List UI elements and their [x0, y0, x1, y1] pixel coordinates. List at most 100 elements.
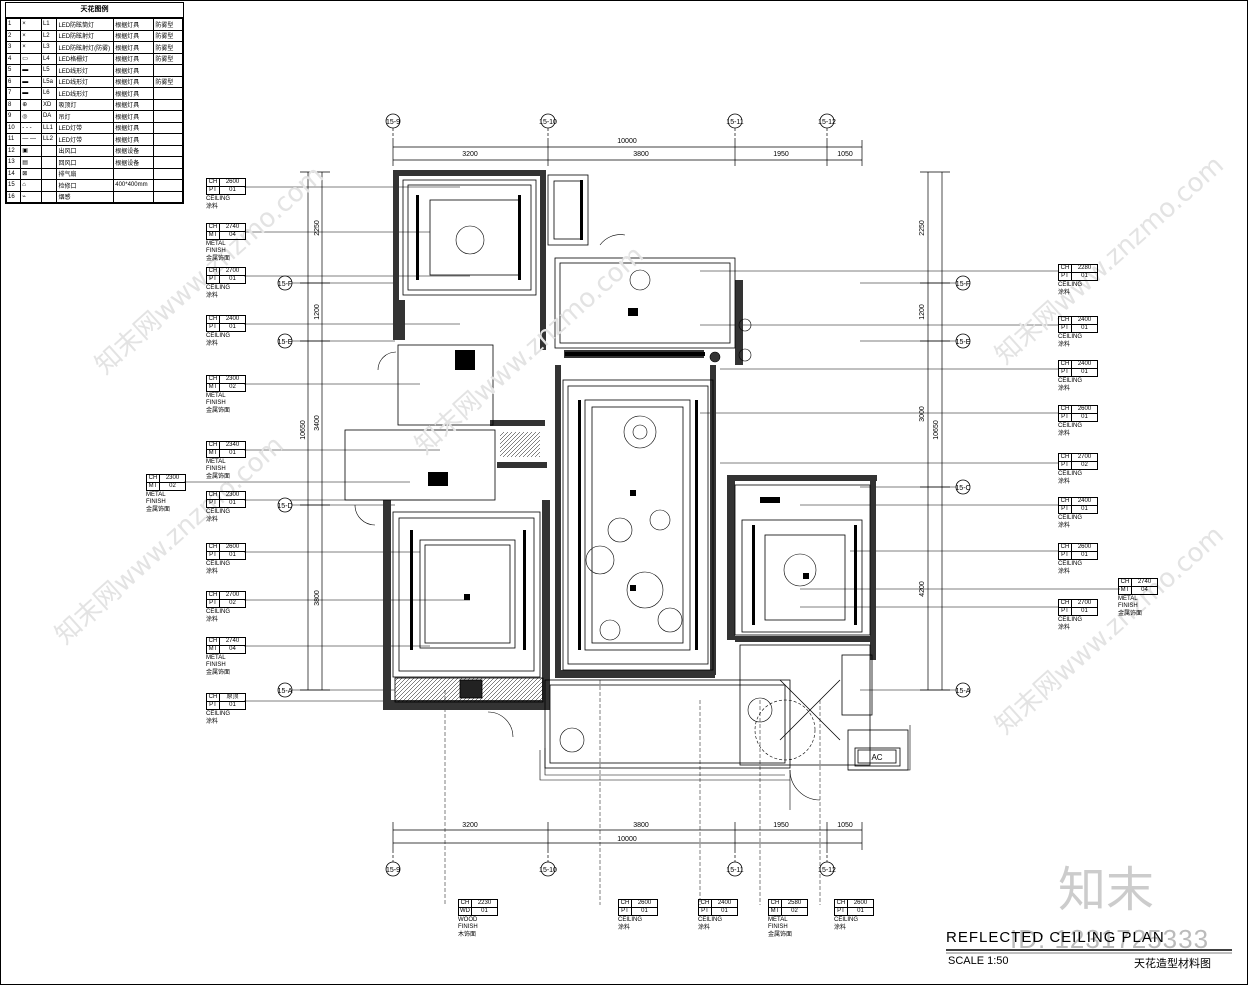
legend-code	[40, 156, 58, 169]
tag-material: PT	[1059, 608, 1072, 615]
tag-material: PT	[699, 908, 712, 915]
legend-spec: 根据灯具	[113, 98, 155, 111]
legend-symbol: - - -	[20, 121, 42, 134]
legend-note	[153, 156, 183, 169]
tag-label: CEILING	[206, 196, 231, 202]
axis-top-4: 15-12	[818, 119, 836, 126]
axis-bottom-1: 15-9	[386, 867, 400, 874]
legend-name: 回风口	[56, 156, 115, 169]
tag-label: CEILING	[206, 609, 231, 615]
tag-label: METAL FINISH	[206, 241, 226, 254]
tag-code: 01	[1081, 608, 1088, 614]
tag-height: 2740	[225, 224, 240, 230]
legend-symbol: ×	[20, 41, 42, 54]
legend-spec: 根据灯具	[113, 121, 155, 134]
axis-right-1: 15-F	[956, 281, 970, 288]
tag-label-cn: 涂料	[206, 719, 219, 725]
tag-height: 2280	[1077, 265, 1092, 271]
legend-code: XD	[40, 98, 58, 111]
dim-left-total: 10650	[300, 420, 307, 440]
tag-label-cn: 涂料	[1058, 625, 1071, 631]
legend-note	[153, 179, 183, 192]
axis-bubbles	[277, 113, 971, 877]
tag-height: 2300	[165, 475, 180, 481]
legend-row: 12▣出风口根据设备	[5, 144, 183, 157]
legend-number: 8	[5, 98, 22, 111]
tag-label-cn: 涂料	[206, 569, 219, 575]
room-outlines	[344, 174, 909, 771]
legend-code: L1	[40, 18, 58, 31]
tag-label-cn: 涂料	[206, 517, 219, 523]
light-fixtures	[410, 180, 857, 650]
tag-code: 02	[1081, 462, 1088, 468]
legend-name: LED灯带	[56, 133, 115, 146]
legend-spec: 根据灯具	[113, 41, 155, 54]
tag-code: 01	[857, 908, 864, 914]
legend-spec: 根据灯具	[113, 18, 155, 31]
tag-height: 原顶	[226, 694, 239, 700]
legend-name: 出风口	[56, 144, 115, 157]
axis-right-4: 15-A	[956, 688, 971, 695]
dim-left-seg-3: 3400	[314, 415, 321, 431]
tag-material: MT	[207, 384, 220, 391]
legend-note: 防雾型	[153, 29, 183, 42]
tag-height: 2600	[853, 900, 868, 906]
axis-left-3: 15-D	[277, 503, 292, 510]
tag-label-cn: 涂料	[206, 204, 219, 210]
legend-note: 防雾型	[153, 52, 183, 65]
tag-code: 01	[1081, 369, 1088, 375]
tag-label: CEILING	[206, 509, 231, 515]
tag-height: 2300	[225, 492, 240, 498]
ac-unit	[857, 749, 897, 764]
tag-material: PT	[207, 552, 220, 559]
legend-spec: 根据灯具	[113, 133, 155, 146]
legend-code: L4	[40, 52, 58, 65]
legend-number: 2	[5, 29, 22, 42]
tag-code: 02	[229, 384, 236, 390]
legend-number: 9	[5, 110, 22, 123]
tag-code: 01	[229, 500, 236, 506]
axis-bottom-4: 15-12	[818, 867, 836, 874]
legend-symbol: ⌂	[20, 179, 42, 192]
tag-height: 2400	[717, 900, 732, 906]
legend-number: 5	[5, 64, 22, 77]
legend-number: 15	[5, 179, 22, 192]
legend-spec: 根据灯具	[113, 75, 155, 88]
legend-symbol: ▣	[20, 144, 42, 157]
tag-label: CEILING	[698, 917, 723, 923]
fixtures	[455, 225, 817, 761]
tag-label: METAL FINISH	[146, 492, 166, 505]
dim-left-seg-1: 2250	[314, 220, 321, 236]
dim-right-seg-4: 4200	[919, 581, 926, 597]
legend-note	[153, 121, 183, 134]
dim-top-seg-4: 1050	[837, 151, 853, 158]
tag-material: PT	[835, 908, 848, 915]
legend-number: 3	[5, 41, 22, 54]
legend-symbol: ▤	[20, 156, 42, 169]
tag-code: 01	[229, 450, 236, 456]
legend-name: LED格栅灯	[56, 52, 115, 65]
tag-label: CEILING	[1058, 423, 1083, 429]
legend-number: 6	[5, 75, 22, 88]
legend-note: 防雾型	[153, 18, 183, 31]
top-dimensions	[392, 128, 863, 166]
tag-label-cn: 金属饰面	[206, 408, 231, 414]
tag-material: MT	[207, 450, 220, 457]
legend-name: LED线形灯	[56, 87, 115, 100]
tag-height: 2600	[1077, 544, 1092, 550]
